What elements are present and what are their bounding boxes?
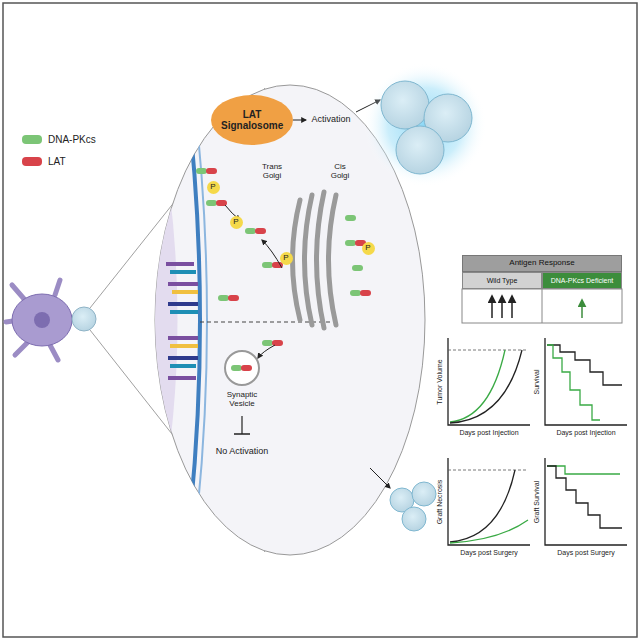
table-header: Antigen Response: [462, 255, 622, 272]
legend-text: LAT: [48, 156, 66, 167]
vesicle-label: Synaptic Vesicle: [216, 391, 268, 409]
node-text: P: [365, 244, 370, 253]
phospho-circle: P: [230, 216, 243, 229]
legend-row: LAT: [22, 156, 66, 167]
node-text: LAT Signalosome: [221, 109, 283, 131]
vesicle: [225, 351, 259, 385]
node-text: P: [283, 254, 288, 263]
node-text: P: [210, 183, 215, 192]
node-text: DNA-PKcs Deficient: [551, 277, 614, 285]
frame: [3, 3, 637, 637]
legend-swatch: [22, 135, 42, 144]
t-cell: [72, 307, 96, 331]
axis-label: Tumor Volume: [436, 359, 444, 404]
activation-label: Activation: [301, 115, 361, 125]
node-text: Wild Type: [487, 277, 518, 285]
arrow: [370, 468, 390, 488]
phospho-circle: P: [280, 252, 293, 265]
legend-text: DNA-PKcs: [48, 134, 96, 145]
phospho-circle: P: [362, 242, 375, 255]
axis-label: Graft Survival: [533, 481, 541, 523]
node-text: Antigen Response: [509, 259, 574, 268]
dendritic-cell: [6, 280, 72, 360]
membrane: [185, 80, 200, 560]
table-body: [462, 289, 622, 323]
legend-swatch: [22, 157, 42, 166]
axis-label: Graft Necrosis: [436, 480, 444, 525]
axis-label: Days post Surgery: [460, 549, 518, 557]
table-cell: DNA-PKcs Deficient: [542, 272, 622, 289]
signalosome-ellipse: LAT Signalosome: [211, 95, 293, 145]
organelle-label: Cis Golgi: [326, 163, 354, 181]
no-activation-label: No Activation: [214, 447, 270, 457]
charts: [448, 338, 627, 545]
golgi: [293, 192, 337, 328]
synapse-region: [140, 80, 178, 560]
glow: [363, 63, 487, 187]
node-text: P: [233, 218, 238, 227]
axis-label: Days post Injection: [556, 429, 615, 437]
arrow: [293, 120, 306, 121]
table-cell: Wild Type: [462, 272, 542, 289]
axis-label: Days post Injection: [459, 429, 518, 437]
legend-row: DNA-PKcs: [22, 134, 96, 145]
organelle-label: Trans Golgi: [257, 163, 287, 181]
axis-label: Survival: [533, 370, 541, 395]
phospho-circle: P: [207, 181, 220, 194]
axis-label: Days post Surgery: [557, 549, 615, 557]
inhibit-line: [241, 416, 242, 434]
lat-dnapkcs-pairs: [196, 168, 371, 346]
receptors: [166, 262, 198, 380]
